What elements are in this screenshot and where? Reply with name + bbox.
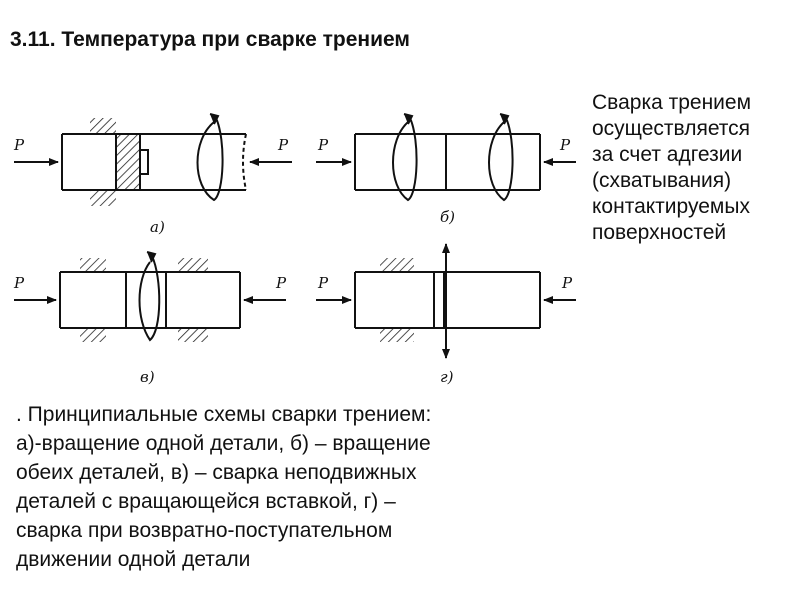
- side-note-line: поверхностей: [592, 221, 727, 244]
- force-label: P: [13, 136, 25, 154]
- force-label: P: [275, 274, 287, 292]
- caption-line: сварка при возвратно-поступательном: [16, 519, 393, 542]
- figure-caption: . Принципиальные схемы сварки трением: а…: [16, 400, 431, 574]
- side-note-line: осуществляется: [592, 117, 751, 140]
- force-label: P: [317, 136, 329, 154]
- clamp-hatch: [80, 258, 106, 272]
- page-title: 3.11. Температура при сварке трением: [10, 28, 410, 51]
- force-label: P: [317, 274, 329, 292]
- caption-line: . Принципиальные схемы сварки трением:: [16, 403, 432, 426]
- force-label: P: [559, 136, 571, 154]
- sub-label-a: а): [150, 218, 165, 236]
- sub-label-b: б): [440, 208, 455, 226]
- clamp-hatch: [90, 118, 116, 134]
- rotation-arrow: [138, 255, 161, 342]
- force-label: P: [277, 136, 289, 154]
- clamp-hatch: [178, 258, 208, 272]
- clamp-hatch: [178, 328, 208, 342]
- caption-line: обеих деталей, в) – сварка неподвижных: [16, 461, 417, 484]
- clamp-hatch: [90, 190, 116, 206]
- rotation-arrow: [392, 117, 418, 202]
- side-note: Сварка трением осуществляется за счет ад…: [592, 90, 751, 246]
- scheme-b: P P б): [316, 113, 576, 226]
- scheme-d: P P г): [316, 243, 576, 386]
- sub-label-d: г): [440, 368, 454, 386]
- clamp-hatch: [380, 328, 414, 342]
- side-note-line: контактируемых: [592, 195, 750, 218]
- side-note-line: за счет адгезии: [592, 143, 743, 166]
- rotation-arrow: [196, 117, 224, 202]
- caption-line: движении одной детали: [16, 548, 251, 571]
- side-note-line: (схватывания): [592, 169, 732, 192]
- clamp-hatch: [80, 328, 106, 342]
- side-note-line: Сварка трением: [592, 91, 752, 114]
- scheme-c: P P в): [13, 251, 287, 386]
- rotation-arrow: [488, 117, 514, 202]
- caption-line: а)-вращение одной детали, б) – вращение: [16, 432, 431, 455]
- force-label: P: [13, 274, 25, 292]
- force-label: P: [561, 274, 573, 292]
- scheme-a: P P а): [13, 113, 292, 236]
- caption-line: деталей с вращающейся вставкой, г) –: [16, 490, 396, 513]
- clamp-hatch: [380, 258, 414, 272]
- weld-zone-hatch: [116, 135, 140, 189]
- sub-label-c: в): [140, 368, 155, 386]
